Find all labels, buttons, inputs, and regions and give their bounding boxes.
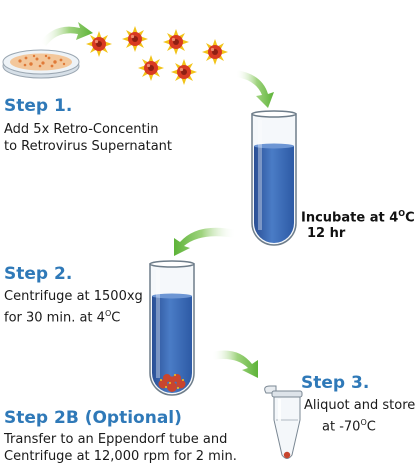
curved-arrow-icon [40, 22, 93, 46]
step2b-line2: Centrifuge at 12,000 rpm for 2 min. [4, 449, 237, 464]
pellet [158, 374, 186, 392]
step1-line1: Add 5x Retro-Concentin [4, 122, 159, 137]
eppendorf-tube-icon [264, 385, 303, 459]
step2b-line1: Transfer to an Eppendorf tube and [4, 432, 228, 447]
incubate-line1: Incubate at 4 [301, 210, 399, 226]
step1-description: Add 5x Retro-Concentin to Retrovirus Sup… [4, 121, 172, 155]
virus-particles [86, 26, 228, 85]
step1-line2: to Retrovirus Supernatant [4, 139, 172, 154]
step3-description: Aliquot and store at -70OC [304, 398, 416, 435]
step2b-title: Step 2B (Optional) [4, 408, 182, 428]
petri-dish-icon [2, 49, 80, 79]
test-tube-icon [149, 260, 195, 396]
step2-line1: Centrifuge at 1500xg [4, 289, 143, 304]
step2-title: Step 2. [4, 264, 73, 284]
virus-particle-icon [86, 31, 112, 57]
curved-arrow-icon [212, 350, 258, 378]
step2b-description: Transfer to an Eppendorf tube and Centri… [4, 431, 237, 465]
curved-arrow-icon [236, 70, 274, 108]
incubate-note: Incubate at 4OC 12 hr [301, 209, 415, 242]
test-tube-icon [251, 110, 297, 246]
step2-description: Centrifuge at 1500xg for 30 min. at 4OC [4, 289, 143, 326]
virus-particle-icon [202, 39, 228, 65]
virus-particle-icon [171, 59, 197, 85]
step1-title: Step 1. [4, 96, 73, 116]
virus-particle-icon [138, 55, 164, 81]
incubate-line2: 12 hr [307, 226, 346, 242]
step3-line1: Aliquot and store [304, 398, 416, 413]
curved-arrow-icon [174, 227, 236, 256]
step3-title: Step 3. [301, 373, 370, 393]
step3-line2: at -70 [322, 419, 361, 435]
virus-particle-icon [122, 26, 148, 52]
virus-particle-icon [163, 29, 189, 55]
step2-line2: for 30 min. at 4 [4, 310, 105, 326]
